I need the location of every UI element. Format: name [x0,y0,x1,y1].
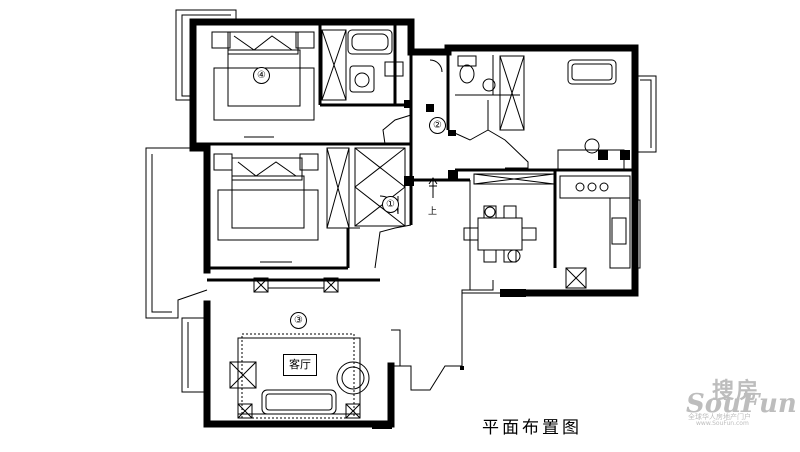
thin-outlines [145,9,657,419]
stair-up-label: 上 [428,207,438,217]
living-room-label: 客厅 [283,354,317,376]
watermark-url: www.SouFun.com [696,420,749,427]
room-number-2: ② [429,117,446,134]
room-number-4: ④ [253,67,270,84]
room-number-3: ③ [290,312,307,329]
stair-arrow [428,177,438,198]
watermark-brand-en: SouFun [686,389,797,419]
watermark-brand-cn: 搜房 [712,379,761,404]
drawing-title: 平面布置图 [482,418,582,438]
watermark-slogan: 全球华人房地产门户 [688,413,751,421]
room-number-1: ① [382,196,399,213]
watermark: 搜房 SouFun 全球华人房地产门户 www.SouFun.com [686,373,798,427]
columns [372,100,630,429]
interior-walls [193,22,635,282]
